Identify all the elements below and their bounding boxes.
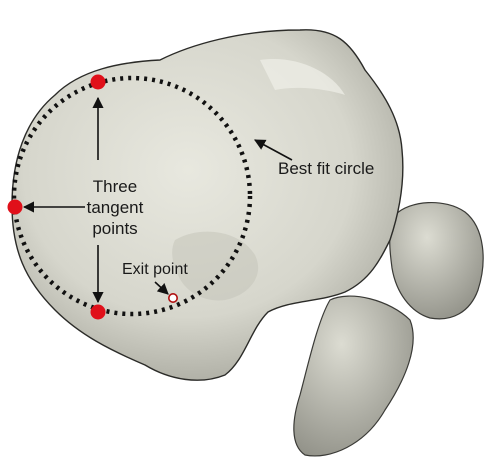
three-tangent-label-line2: tangent: [87, 198, 144, 217]
exit-point-marker: [169, 294, 177, 302]
three-tangent-label-line3: points: [92, 219, 137, 238]
best-fit-circle-label: Best fit circle: [278, 159, 374, 178]
three-tangent-label-line1: Three: [93, 177, 137, 196]
tangent-point-left: [8, 200, 23, 215]
tangent-point-bottom: [91, 305, 106, 320]
tangent-point-top: [91, 75, 106, 90]
exit-point-label: Exit point: [122, 261, 188, 278]
